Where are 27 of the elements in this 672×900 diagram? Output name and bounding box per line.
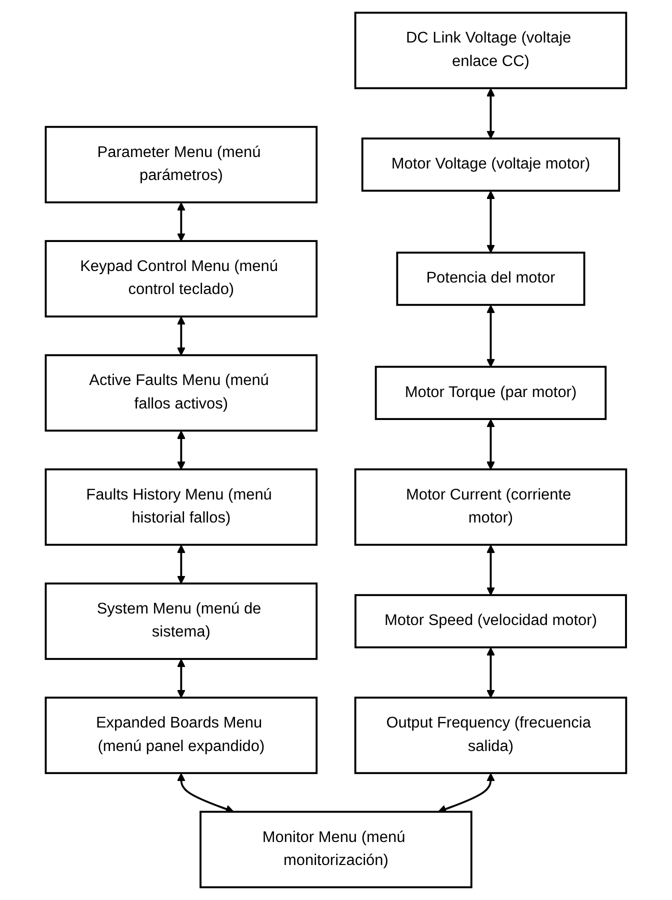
node-box: System Menu (menú de sistema) bbox=[44, 582, 318, 660]
node-box: Motor Torque (par motor) bbox=[374, 366, 607, 420]
arrow bbox=[176, 430, 186, 470]
arrow bbox=[486, 647, 496, 698]
arrow bbox=[486, 190, 496, 254]
node-box: Output Frequency (frecuencia salida) bbox=[354, 696, 628, 774]
arrow bbox=[176, 544, 186, 584]
arrow bbox=[176, 316, 186, 356]
arrow bbox=[486, 88, 496, 139]
node-box: Motor Voltage (voltaje motor) bbox=[361, 138, 620, 192]
node-box: DC Link Voltage (voltaje enlace CC) bbox=[354, 12, 628, 90]
node-box: Keypad Control Menu (menú control teclado) bbox=[44, 240, 318, 318]
arrow bbox=[176, 658, 186, 698]
arrow bbox=[486, 544, 496, 596]
node-box: Active Faults Menu (menú fallos activos) bbox=[44, 354, 318, 432]
node-box: Faults History Menu (menú historial fallos) bbox=[44, 468, 318, 546]
arrow bbox=[486, 304, 496, 368]
node-box: Parameter Menu (menú parámetros) bbox=[44, 126, 318, 204]
node-box: Motor Current (corriente motor) bbox=[354, 468, 628, 546]
arrow bbox=[176, 773, 234, 814]
node-box: Motor Speed (velocidad motor) bbox=[354, 594, 628, 648]
arrow bbox=[438, 773, 496, 814]
arrow bbox=[486, 419, 496, 470]
node-box: Potencia del motor bbox=[396, 252, 586, 306]
node-box: Expanded Boards Menu (menú panel expandido) bbox=[44, 696, 318, 774]
arrow bbox=[176, 202, 186, 242]
node-box: Monitor Menu (menú monitorización) bbox=[200, 810, 472, 888]
